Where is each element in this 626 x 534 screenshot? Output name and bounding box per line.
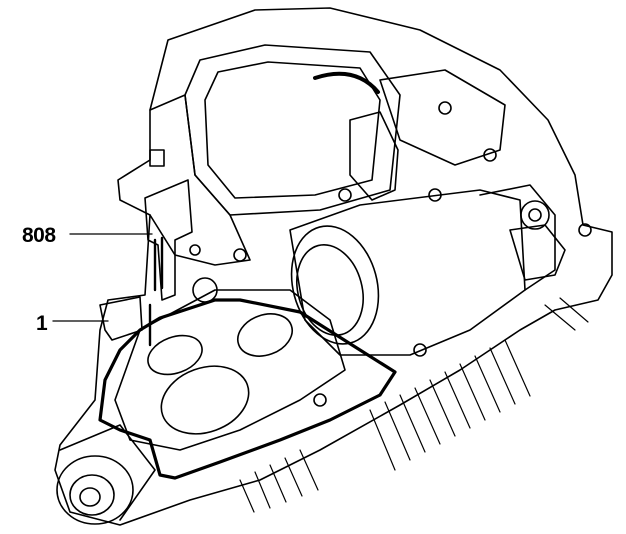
callout-label-808: 808	[22, 224, 56, 247]
cable-arc	[313, 71, 380, 94]
gear-small	[237, 313, 293, 357]
switch-screw	[438, 101, 452, 115]
connector-plate-808	[144, 179, 193, 301]
motor-fan	[296, 244, 364, 336]
clip-left	[149, 149, 165, 167]
screw-bosses	[189, 148, 592, 407]
wire-harness	[98, 298, 397, 480]
cover-plate-1	[99, 296, 143, 341]
grip-ribs	[239, 297, 589, 513]
bearing-rear-inner	[528, 208, 542, 222]
callout-label-1: 1	[36, 312, 48, 335]
chuck-outer	[56, 455, 134, 525]
gear-large	[160, 365, 250, 435]
gear-mid	[147, 334, 203, 376]
chuck-bore	[79, 487, 101, 507]
chuck-collar	[59, 424, 156, 521]
bearing-rear	[520, 200, 550, 230]
housing-shell	[54, 7, 613, 526]
chuck-inner	[69, 474, 115, 516]
motor-housing	[289, 189, 526, 356]
top-frame-inner	[204, 61, 381, 199]
switch-trigger	[349, 111, 399, 201]
left-frame	[149, 94, 251, 266]
brush-holder	[509, 224, 566, 281]
commutator	[479, 184, 556, 291]
gearbox	[114, 289, 346, 451]
switch-block	[379, 69, 506, 166]
top-frame	[184, 44, 401, 216]
